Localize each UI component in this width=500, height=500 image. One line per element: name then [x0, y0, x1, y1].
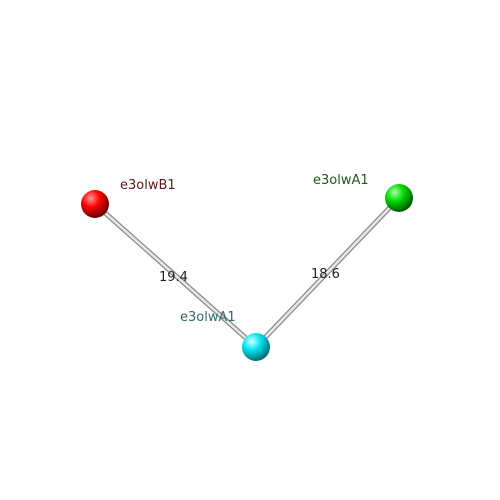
edges-layer: [92, 195, 402, 350]
edge-labels-layer: 19.4 18.6: [159, 267, 340, 285]
edge-label-green-cyan: 18.6: [311, 267, 340, 282]
edge-red-cyan: [92, 201, 259, 350]
node-red-sphere: [81, 190, 109, 218]
node-labels-layer: e3olwB1 e3olwA1 e3olwA1: [120, 173, 369, 325]
nodes-layer: [81, 184, 413, 361]
node-label-cyan: e3olwA1: [180, 310, 236, 325]
node-label-red: e3olwB1: [120, 178, 176, 193]
edge-green-cyan: [253, 195, 402, 350]
node-cyan-sphere: [242, 333, 270, 361]
node-green-sphere: [385, 184, 413, 212]
node-label-green: e3olwA1: [313, 173, 369, 188]
edge-label-red-cyan: 19.4: [159, 270, 188, 285]
